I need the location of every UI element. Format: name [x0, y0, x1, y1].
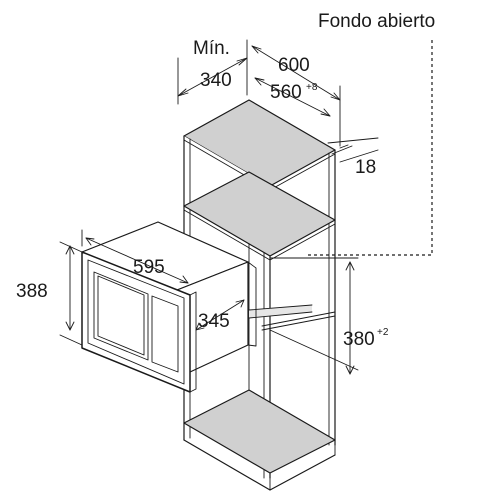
- label-380: 380: [343, 329, 375, 350]
- bottom-shelf: [184, 390, 335, 473]
- label-340: 340: [200, 70, 232, 91]
- oven-door: [82, 252, 190, 392]
- dim-560-line: [254, 77, 331, 117]
- label-595: 595: [133, 257, 165, 278]
- oven-support-rail: [249, 305, 312, 318]
- label-fondo-abierto: Fondo abierto: [318, 11, 435, 32]
- label-600: 600: [278, 55, 310, 76]
- label-345: 345: [198, 311, 230, 332]
- upper-shelf: [184, 172, 335, 256]
- top-panel: [184, 100, 335, 186]
- label-18: 18: [355, 157, 376, 178]
- label-380-tolerance: +2: [377, 327, 389, 338]
- label-388: 388: [16, 281, 48, 302]
- dim-18-line: [331, 145, 353, 155]
- label-560: 560: [270, 82, 302, 103]
- dimension-lines: [59, 39, 379, 375]
- dimension-labels: Fondo abierto Mín. 340 600 560 +8 18 595…: [16, 11, 435, 350]
- oven-top: [82, 222, 248, 292]
- dim-340-line: [177, 57, 248, 97]
- label-560-tolerance: +8: [306, 82, 318, 93]
- oven-appliance: [81, 221, 257, 393]
- oven-control-panel: [151, 295, 179, 373]
- dim-345-line: [195, 299, 245, 331]
- label-min: Mín.: [193, 38, 230, 59]
- oven-window: [93, 271, 149, 361]
- dim-600-line: [251, 45, 341, 101]
- dim-595-line: [85, 237, 189, 284]
- cabinet-column: [183, 99, 336, 491]
- oven-side: [172, 262, 248, 372]
